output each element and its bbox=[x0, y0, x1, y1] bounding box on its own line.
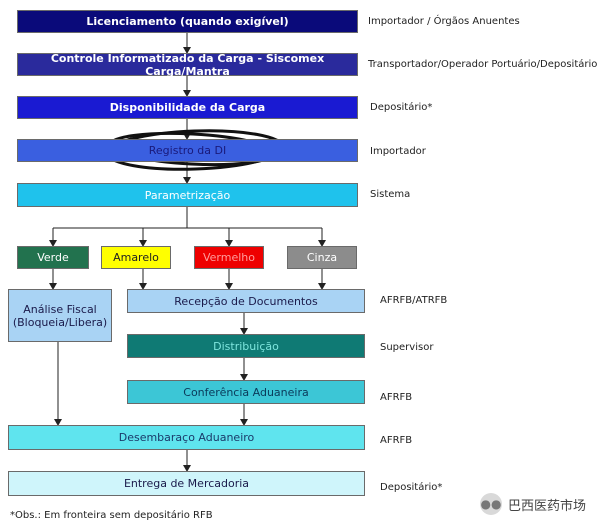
actor-licenciamento: Importador / Órgãos Anuentes bbox=[368, 16, 520, 27]
step-analise-fiscal-label: Análise Fiscal (Bloqueia/Libera) bbox=[12, 302, 108, 329]
channel-amarelo-label: Amarelo bbox=[113, 251, 159, 264]
actor-conferencia: AFRFB bbox=[380, 392, 413, 403]
step-parametrizacao: Parametrização bbox=[17, 183, 358, 207]
channel-amarelo: Amarelo bbox=[101, 246, 171, 269]
wechat-icon: ●● bbox=[480, 493, 502, 515]
step-licenciamento-label: Licenciamento (quando exigível) bbox=[86, 15, 289, 28]
step-desembaraco-label: Desembaraço Aduaneiro bbox=[118, 431, 255, 444]
step-recepcao-label: Recepção de Documentos bbox=[174, 294, 318, 308]
step-conferencia: Conferência Aduaneira bbox=[127, 380, 365, 404]
channel-verde: Verde bbox=[17, 246, 89, 269]
watermark-text: 巴西医药市场 bbox=[508, 498, 587, 514]
actor-parametrizacao: Sistema bbox=[370, 189, 411, 200]
step-disponibilidade: Disponibilidade da Carga bbox=[17, 96, 358, 119]
channel-vermelho: Vermelho bbox=[194, 246, 264, 269]
actor-disponibilidade: Depositário* bbox=[370, 102, 433, 113]
step-controle-label: Controle Informatizado da Carga - Siscom… bbox=[50, 51, 325, 78]
step-conferencia-label: Conferência Aduaneira bbox=[183, 385, 309, 399]
step-distribuicao-label: Distribuição bbox=[213, 339, 279, 353]
watermark: ●● 巴西医药市场 bbox=[480, 493, 586, 515]
step-analise-fiscal: Análise Fiscal (Bloqueia/Libera) bbox=[8, 289, 112, 342]
actor-controle: Transportador/Operador Portuário/Deposit… bbox=[368, 59, 598, 70]
channel-vermelho-label: Vermelho bbox=[202, 251, 255, 264]
actor-registro: Importador bbox=[370, 146, 426, 157]
step-distribuicao: Distribuição bbox=[127, 334, 365, 358]
actor-distribuicao: Supervisor bbox=[380, 342, 434, 353]
channel-cinza-label: Cinza bbox=[306, 251, 338, 264]
step-entrega-label: Entrega de Mercadoria bbox=[123, 477, 250, 490]
footnote: *Obs.: Em fronteira sem depositário RFB bbox=[10, 510, 213, 521]
channel-verde-label: Verde bbox=[37, 251, 69, 264]
step-parametrizacao-label: Parametrização bbox=[144, 188, 231, 202]
actor-desembaraco: AFRFB bbox=[380, 435, 413, 446]
channel-cinza: Cinza bbox=[287, 246, 357, 269]
step-registro-label: Registro da DI bbox=[148, 144, 227, 157]
step-recepcao: Recepção de Documentos bbox=[127, 289, 365, 313]
actor-entrega: Depositário* bbox=[380, 482, 443, 493]
step-licenciamento: Licenciamento (quando exigível) bbox=[17, 10, 358, 33]
step-controle: Controle Informatizado da Carga - Siscom… bbox=[17, 51, 358, 78]
step-entrega: Entrega de Mercadoria bbox=[8, 471, 365, 496]
actor-recepcao: AFRFB/ATRFB bbox=[380, 295, 448, 306]
step-registro: Registro da DI bbox=[17, 139, 358, 162]
step-desembaraco: Desembaraço Aduaneiro bbox=[8, 425, 365, 450]
step-disponibilidade-label: Disponibilidade da Carga bbox=[109, 101, 266, 114]
